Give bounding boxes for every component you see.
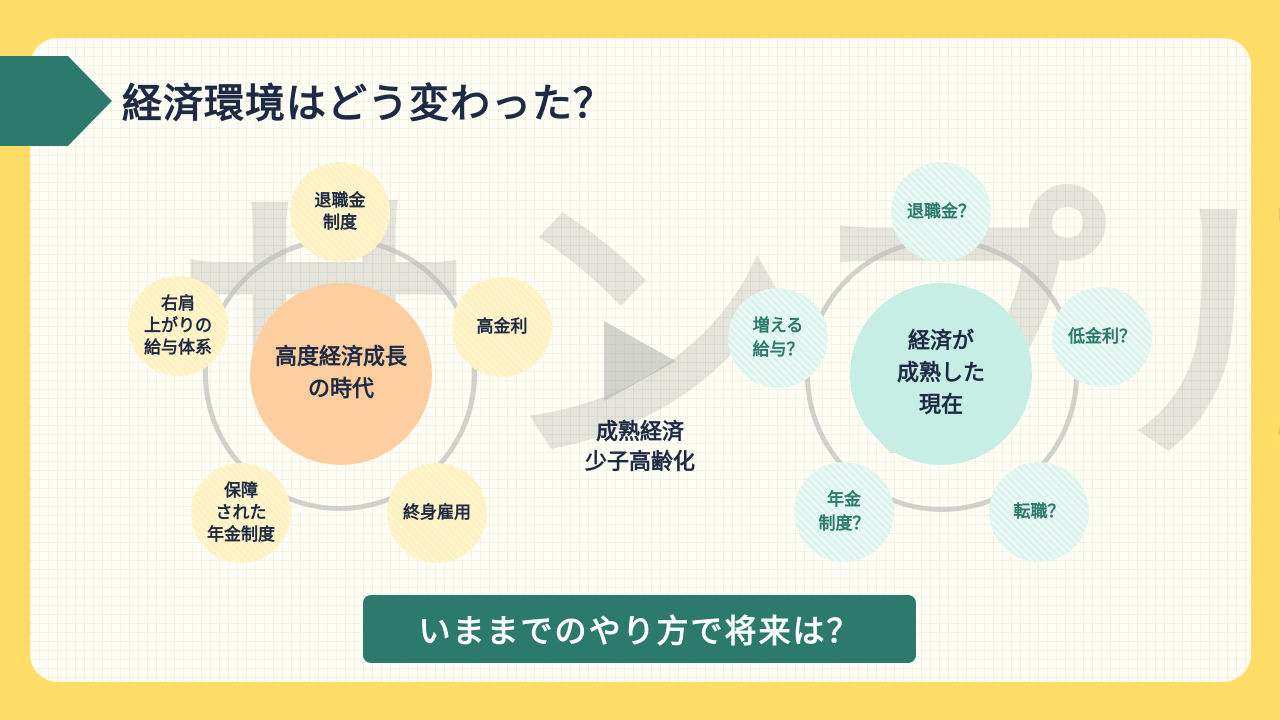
transition-arrow-icon	[604, 321, 676, 401]
right-center-node: 経済が 成熟した 現在	[850, 283, 1032, 465]
right-node-job-change: 転職？	[989, 462, 1089, 562]
right-node-retirement: 退職金？	[891, 162, 991, 262]
left-node-interest: 高金利	[452, 277, 552, 377]
left-center-node: 高度経済成長 の時代	[250, 283, 432, 465]
left-node-pension: 保障 された 年金制度	[191, 463, 291, 563]
right-node-salary: 増える 給与？	[728, 288, 828, 388]
left-node-retirement: 退職金 制度	[290, 162, 390, 262]
transition-label: 成熟経済 少子高齢化	[584, 420, 695, 475]
question-banner: いままでのやり方で将来は？	[363, 595, 916, 663]
page-title: 経済環境はどう変わった？	[122, 81, 614, 127]
right-node-pension: 年金 制度？	[794, 462, 894, 562]
right-node-interest: 低金利？	[1052, 287, 1152, 387]
left-node-lifetime-employment: 終身雇用	[387, 463, 487, 563]
left-node-salary: 右肩 上がりの 給与体系	[128, 276, 228, 376]
